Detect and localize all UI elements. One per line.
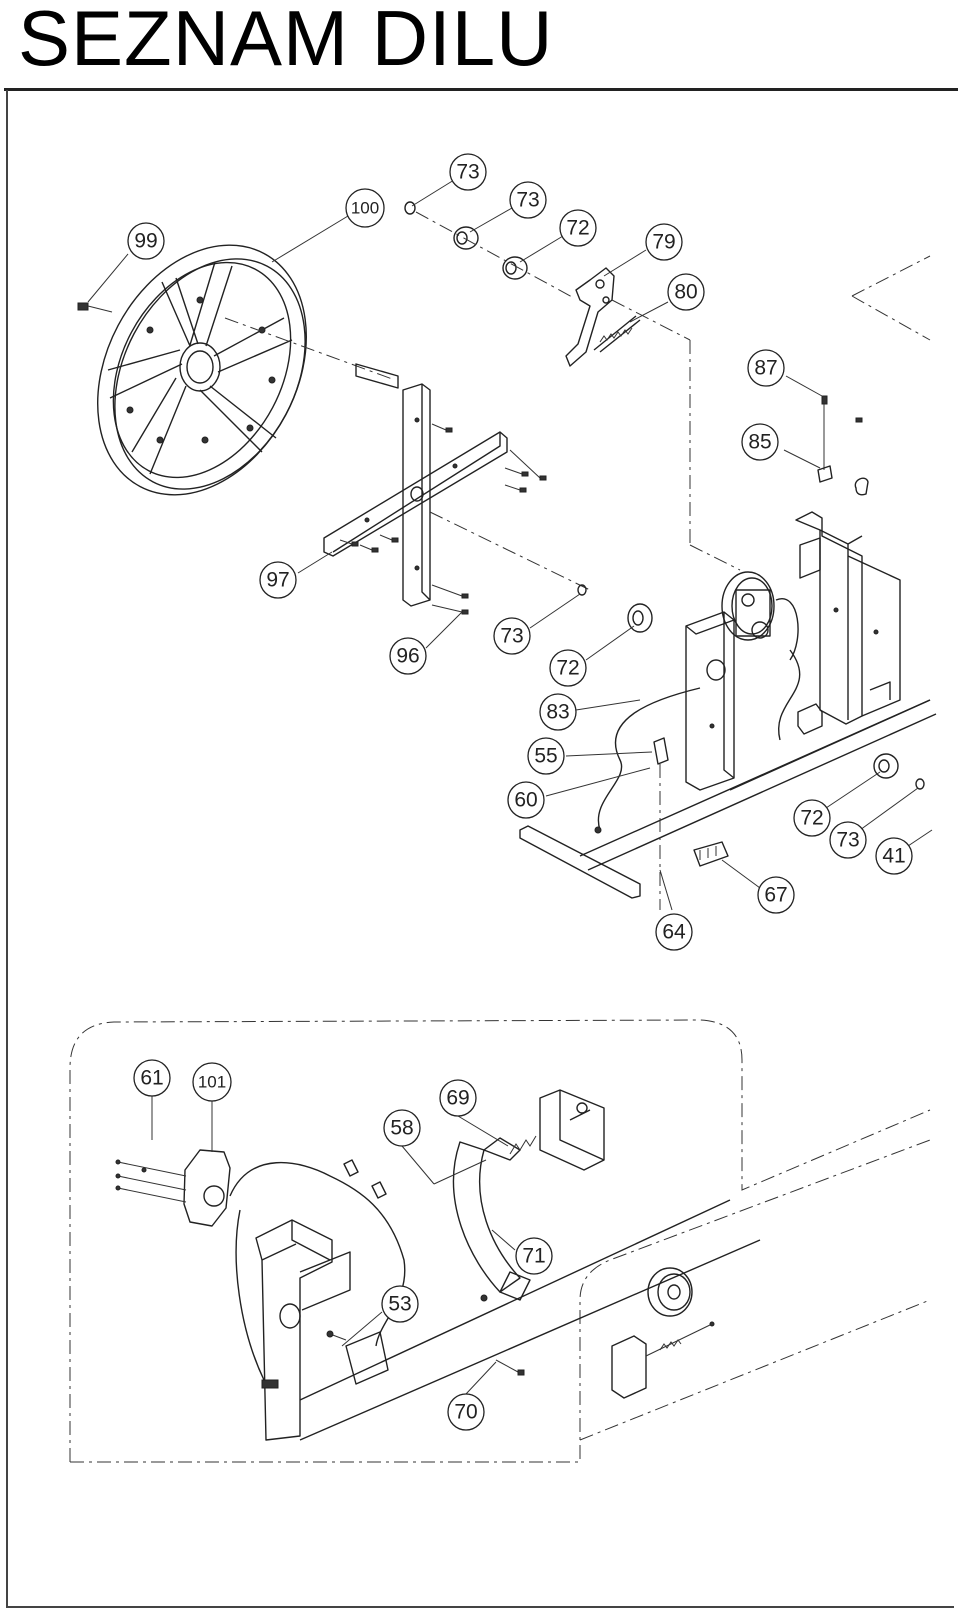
callout-label: 73 xyxy=(456,161,479,184)
bolt-part xyxy=(77,302,113,313)
callout-69: 69 xyxy=(439,1079,477,1117)
callout-label: 73 xyxy=(500,625,523,648)
page-title: SEZNAM DILU xyxy=(18,0,554,82)
callout-96: 96 xyxy=(389,637,427,675)
callout-72-right: 72 xyxy=(793,799,831,837)
callout-97: 97 xyxy=(259,561,297,599)
callout-73-top: 73 xyxy=(449,153,487,191)
callout-label: 70 xyxy=(454,1401,477,1424)
callout-label: 73 xyxy=(836,829,859,852)
small-parts-right xyxy=(693,395,869,867)
callout-79: 79 xyxy=(645,223,683,261)
top-bearing-stack xyxy=(404,201,575,299)
callout-55: 55 xyxy=(527,737,565,775)
callout-label: 53 xyxy=(388,1293,411,1316)
callout-72-mid: 72 xyxy=(549,649,587,687)
callout-85: 85 xyxy=(741,423,779,461)
detail-brake-pad xyxy=(433,1089,605,1301)
detail-sensor-bracket xyxy=(115,1149,761,1441)
callout-label: 69 xyxy=(446,1087,469,1110)
callout-label: 99 xyxy=(134,230,157,253)
callout-73-mid: 73 xyxy=(493,617,531,655)
callout-label: 41 xyxy=(882,845,905,868)
callout-label: 64 xyxy=(662,921,686,944)
detail-view-outline xyxy=(69,1019,931,1463)
callout-label: 71 xyxy=(522,1245,545,1268)
callout-leaders xyxy=(87,179,933,1395)
callout-label: 60 xyxy=(514,789,537,812)
flywheel-part xyxy=(97,244,307,496)
callout-label: 72 xyxy=(566,217,589,240)
brake-lever-part xyxy=(565,267,641,367)
callout-label: 83 xyxy=(546,701,569,724)
callout-64: 64 xyxy=(655,913,693,951)
callout-72-top: 72 xyxy=(559,209,597,247)
callout-label: 55 xyxy=(534,745,557,768)
callout-label: 61 xyxy=(140,1067,163,1090)
callout-70: 70 xyxy=(447,1393,485,1431)
callout-label: 97 xyxy=(266,569,289,592)
callout-100: 100 xyxy=(345,188,385,228)
callout-58: 58 xyxy=(383,1109,421,1147)
callout-label: 72 xyxy=(556,657,579,680)
right-bearing-stack xyxy=(577,584,925,790)
callout-label: 73 xyxy=(516,189,539,212)
detail-sensor-mount xyxy=(611,1267,715,1399)
callout-label: 87 xyxy=(754,357,777,380)
cross-frame-part xyxy=(323,383,508,607)
callout-label: 58 xyxy=(390,1117,413,1140)
callout-83: 83 xyxy=(539,693,577,731)
callout-label: 80 xyxy=(674,281,697,304)
callout-label: 79 xyxy=(652,231,675,254)
callout-71: 71 xyxy=(515,1237,553,1275)
callout-73-right: 73 xyxy=(829,821,867,859)
callout-label: 101 xyxy=(198,1073,226,1092)
screw-set xyxy=(339,423,547,615)
title-divider xyxy=(4,88,958,91)
callout-67: 67 xyxy=(757,876,795,914)
callout-label: 67 xyxy=(764,884,787,907)
callout-41: 41 xyxy=(875,837,913,875)
callout-label: 96 xyxy=(396,645,419,668)
callout-99: 99 xyxy=(127,222,165,260)
callout-label: 100 xyxy=(351,199,379,218)
callout-60: 60 xyxy=(507,781,545,819)
drawing-frame xyxy=(6,90,954,1608)
callout-73-second: 73 xyxy=(509,181,547,219)
callout-101: 101 xyxy=(192,1062,232,1102)
callout-label: 72 xyxy=(800,807,823,830)
callout-label: 85 xyxy=(748,431,771,454)
callout-87: 87 xyxy=(747,349,785,387)
callout-61: 61 xyxy=(133,1059,171,1097)
detail-screw xyxy=(326,1294,525,1376)
callout-53: 53 xyxy=(381,1285,419,1323)
callout-80: 80 xyxy=(667,273,705,311)
main-frame-assembly xyxy=(519,511,937,910)
